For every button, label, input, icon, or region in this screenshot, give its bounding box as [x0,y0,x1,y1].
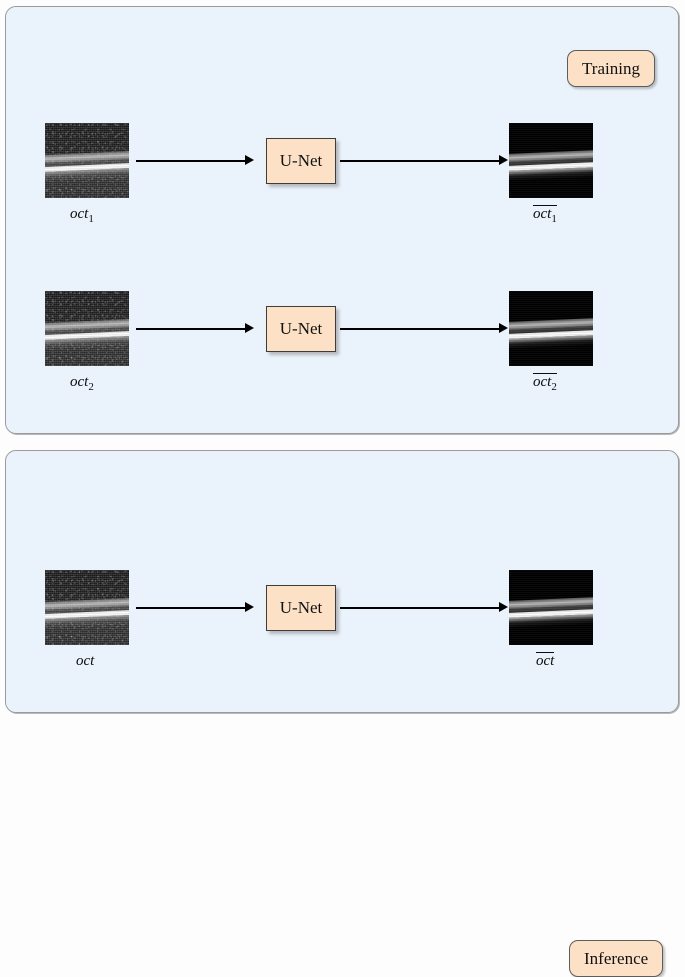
oct-output-caption-3: oct [536,652,555,672]
stage-badge-inference: Inference [569,940,664,977]
caption-text: oct [533,206,552,222]
arrow-unet-to-output-1 [340,155,508,166]
caption-subscript: 1 [88,213,94,225]
caption-text: oct [533,374,552,390]
caption-text: oct [536,653,555,669]
arrow-input-to-unet-2 [136,323,254,334]
stage-badge-training: Training [567,50,655,87]
arrow-input-to-unet-1 [136,155,254,166]
oct-output-image-3 [509,570,593,645]
oct-input-caption-3: oct [76,654,94,672]
figure-canvas: Training oct1 [5,6,680,977]
unet-block-3: U-Net [266,585,336,631]
panel-inference: Inference oct U-Net [5,450,680,977]
caption-subscript: 1 [551,213,557,225]
oct-input-image-2 [45,291,129,366]
oct-output-image-2 [509,291,593,366]
arrow-input-to-unet-3 [136,602,254,613]
oct-output-caption-1: oct1 [533,205,557,225]
caption-subscript: 2 [88,381,94,393]
pipeline-row-inference-1: oct U-Net [6,564,680,674]
unet-block-2: U-Net [266,306,336,352]
pipeline-row-training-1: oct1 U-Net [6,117,680,227]
unet-label: U-Net [279,151,323,170]
oct-output-caption-2: oct2 [533,373,557,393]
oct-output-image-1 [509,123,593,198]
unet-label: U-Net [279,319,323,338]
unet-label: U-Net [279,598,323,617]
oct-input-caption-2: oct2 [70,375,94,393]
panel-training: Training oct1 [5,6,679,434]
arrow-unet-to-output-2 [340,323,508,334]
oct-input-image-1 [45,123,129,198]
caption-text: oct [70,206,89,222]
oct-input-caption-1: oct1 [70,207,94,225]
arrow-unet-to-output-3 [340,602,508,613]
oct-input-image-3 [45,570,129,645]
caption-subscript: 2 [551,381,557,393]
caption-text: oct [76,653,95,669]
pipeline-row-training-2: oct2 U-Net [6,285,680,395]
unet-block-1: U-Net [266,138,336,184]
caption-text: oct [70,374,89,390]
